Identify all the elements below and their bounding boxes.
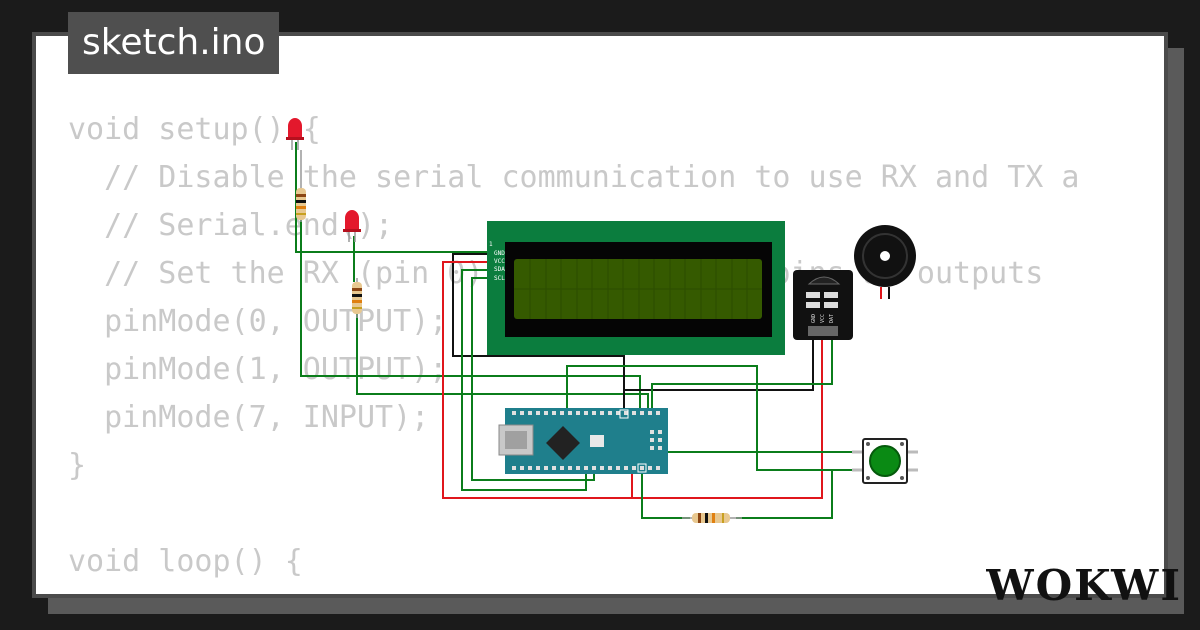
code-line: void setup() {: [68, 112, 321, 147]
code-line: pinMode(7, INPUT);: [68, 400, 430, 435]
wire: [461, 269, 587, 491]
wokwi-logo: WOKWI: [986, 561, 1182, 610]
wire: [623, 338, 814, 406]
sensor-pin-label: VCC: [820, 314, 826, 323]
arduino-nano[interactable]: [498, 408, 668, 474]
lcd-display[interactable]: 1 GND VCC SDA SCL: [487, 221, 785, 355]
lcd-pin-label: VCC: [494, 258, 505, 265]
resistor-2[interactable]: [352, 278, 362, 318]
wire: [736, 470, 833, 519]
lcd-pin-label: SCL: [494, 275, 505, 282]
led-red-2[interactable]: [343, 210, 361, 242]
wire: [641, 464, 690, 519]
wire: [295, 142, 490, 253]
sensor-pin-label: GND: [811, 314, 817, 323]
resistor-1[interactable]: [296, 150, 306, 222]
wire: [452, 253, 625, 410]
sensor-module[interactable]: GND VCC DAT: [793, 270, 853, 340]
lcd-pin-label: 1: [489, 241, 493, 248]
wire: [566, 365, 860, 471]
code-line: // Disable the serial communication to u…: [68, 160, 1080, 195]
code-line: pinMode(1, OUTPUT);: [68, 352, 448, 387]
code-line: }: [68, 448, 87, 483]
code-line: void loop() {: [68, 544, 303, 579]
resistor-3[interactable]: [682, 513, 742, 523]
led-red-1[interactable]: [286, 118, 304, 150]
wire: [651, 338, 833, 410]
wire: [471, 277, 595, 481]
sketch-title: sketch.ino: [68, 12, 280, 74]
buzzer[interactable]: [854, 225, 916, 299]
lcd-pin-label: SDA: [494, 266, 505, 273]
sensor-pin-label: DAT: [829, 314, 835, 323]
wire: [356, 312, 649, 410]
code-line: if(Ton(digitalRead(KEY))): [68, 586, 1079, 594]
code-line: pinMode(0, OUTPUT);: [68, 304, 448, 339]
lcd-pin-label: GND: [494, 250, 505, 257]
wire: [442, 261, 823, 499]
push-button[interactable]: [852, 438, 918, 484]
